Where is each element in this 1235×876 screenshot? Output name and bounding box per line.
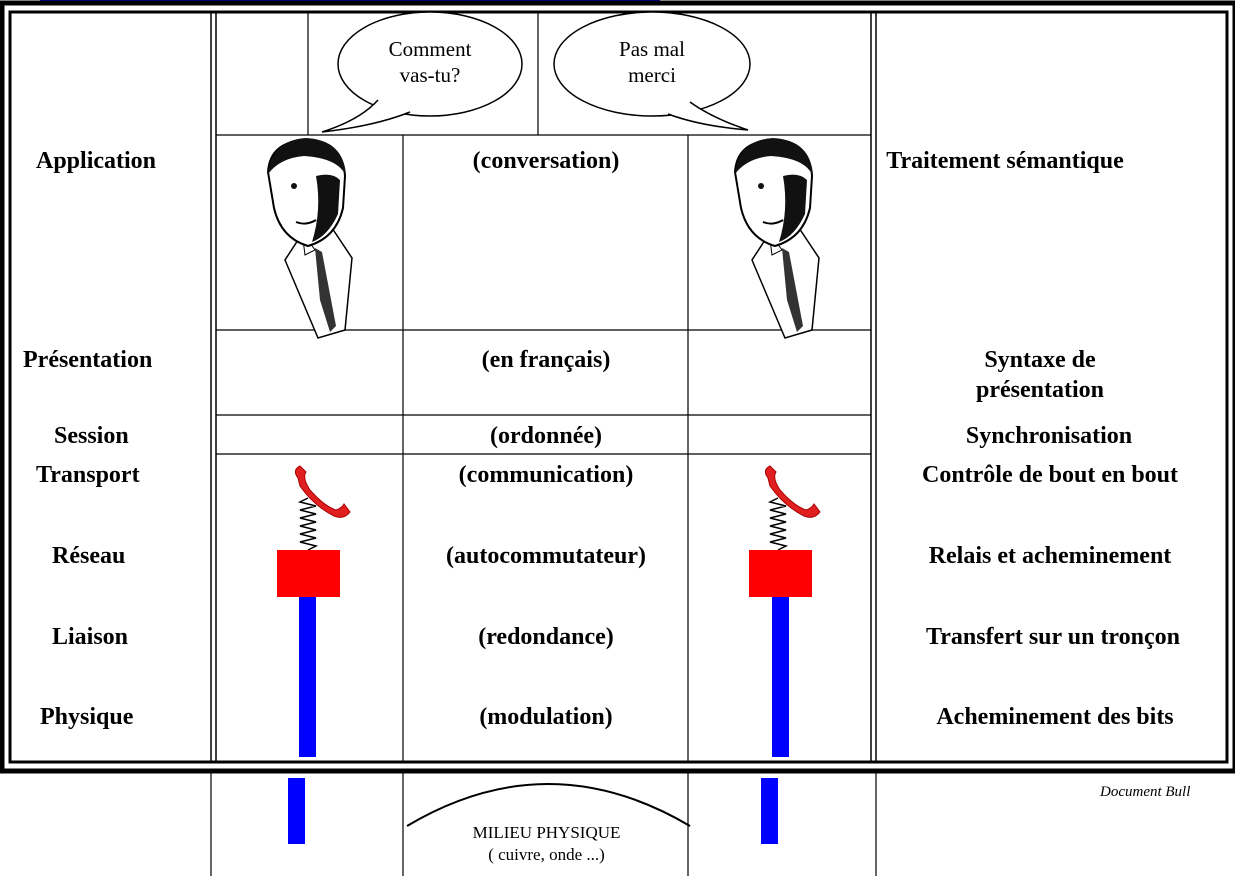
bubble-left-line-1: Comment bbox=[388, 37, 472, 61]
protocol-liaison: (redondance) bbox=[478, 624, 614, 650]
medium-title: MILIEU PHYSIQUE bbox=[472, 823, 621, 842]
phone-handset-left-icon bbox=[294, 465, 351, 518]
lower-section bbox=[210, 771, 877, 876]
protocol-reseau: (autocommutateur) bbox=[446, 543, 646, 569]
cable-left-lower bbox=[288, 778, 305, 844]
function-reseau: Relais et acheminement bbox=[928, 543, 1172, 569]
medium-arc bbox=[406, 783, 691, 827]
layer-name-transport: Transport bbox=[36, 462, 140, 488]
protocol-physique: (modulation) bbox=[479, 704, 613, 730]
bubble-left-text: Comment vas-tu? bbox=[360, 36, 500, 88]
layer-name-session: Session bbox=[54, 423, 129, 449]
bubble-right-line-2: merci bbox=[628, 63, 676, 87]
function-session: Synchronisation bbox=[965, 423, 1133, 449]
function-transport: Contrôle de bout en bout bbox=[921, 462, 1179, 488]
person-left-icon bbox=[266, 138, 353, 339]
outer-frame bbox=[0, 0, 1235, 774]
spring-right-icon bbox=[767, 497, 789, 551]
cable-right-lower bbox=[761, 778, 778, 844]
medium-label: MILIEU PHYSIQUE ( cuivre, onde ...) bbox=[403, 822, 690, 866]
cable-right bbox=[772, 597, 789, 757]
phone-handset-right-icon bbox=[764, 465, 821, 518]
switch-block-right bbox=[749, 550, 812, 597]
speech-bubble-left bbox=[321, 11, 523, 133]
layer-name-application: Application bbox=[36, 148, 157, 174]
bubble-left-line-2: vas-tu? bbox=[399, 63, 461, 87]
function-liaison: Transfert sur un tronçon bbox=[925, 624, 1180, 650]
cable-left bbox=[299, 597, 316, 757]
bubble-right-line-1: Pas mal bbox=[619, 37, 685, 61]
source-credit: Document Bull bbox=[1100, 784, 1191, 800]
medium-examples: ( cuivre, onde ...) bbox=[488, 845, 605, 864]
protocol-session: (ordonnée) bbox=[490, 423, 602, 449]
switch-block-left bbox=[277, 550, 340, 597]
inner-grid bbox=[216, 12, 871, 762]
function-presentation: Syntaxe de présentation bbox=[976, 347, 1104, 403]
column-separators bbox=[210, 12, 877, 762]
protocol-transport: (communication) bbox=[458, 462, 634, 488]
protocol-presentation: (en français) bbox=[481, 347, 611, 373]
layer-name-reseau: Réseau bbox=[52, 543, 126, 569]
person-right-icon bbox=[733, 138, 820, 339]
spring-left-icon bbox=[297, 497, 319, 551]
speech-bubble-right bbox=[553, 11, 751, 131]
function-application: Traitement sémantique bbox=[886, 148, 1124, 174]
function-physique: Acheminement des bits bbox=[936, 704, 1174, 730]
protocol-application: (conversation) bbox=[472, 148, 620, 174]
layer-name-presentation: Présentation bbox=[23, 347, 153, 373]
layer-name-physique: Physique bbox=[40, 704, 134, 730]
bubble-right-text: Pas mal merci bbox=[582, 36, 722, 88]
layer-name-liaison: Liaison bbox=[52, 624, 129, 650]
